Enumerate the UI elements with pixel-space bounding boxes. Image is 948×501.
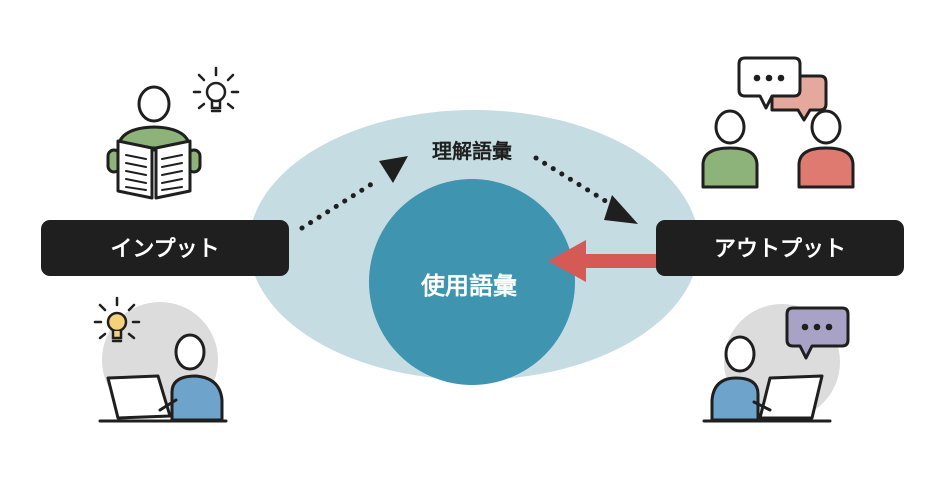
input-label: インプット (110, 237, 219, 262)
understanding-vocab-label: 理解語彙 (432, 139, 513, 163)
output-box: アウトプット (656, 220, 904, 276)
laptop-person-left-icon (98, 302, 228, 423)
dotted-arrow-output (533, 155, 638, 224)
dotted-arrow-input (299, 156, 408, 231)
conversation-icon (701, 56, 855, 189)
active-vocab-circle (369, 179, 575, 385)
red-arrow (548, 240, 656, 282)
lightbulb-icon (192, 66, 240, 113)
active-vocab-label: 使用語彙 (420, 272, 518, 300)
lightbulb-icon-2 (93, 296, 141, 343)
laptop-person-right-icon (702, 304, 850, 423)
reading-person-icon (106, 85, 202, 200)
input-box: インプット (41, 220, 289, 276)
output-label: アウトプット (714, 237, 846, 262)
